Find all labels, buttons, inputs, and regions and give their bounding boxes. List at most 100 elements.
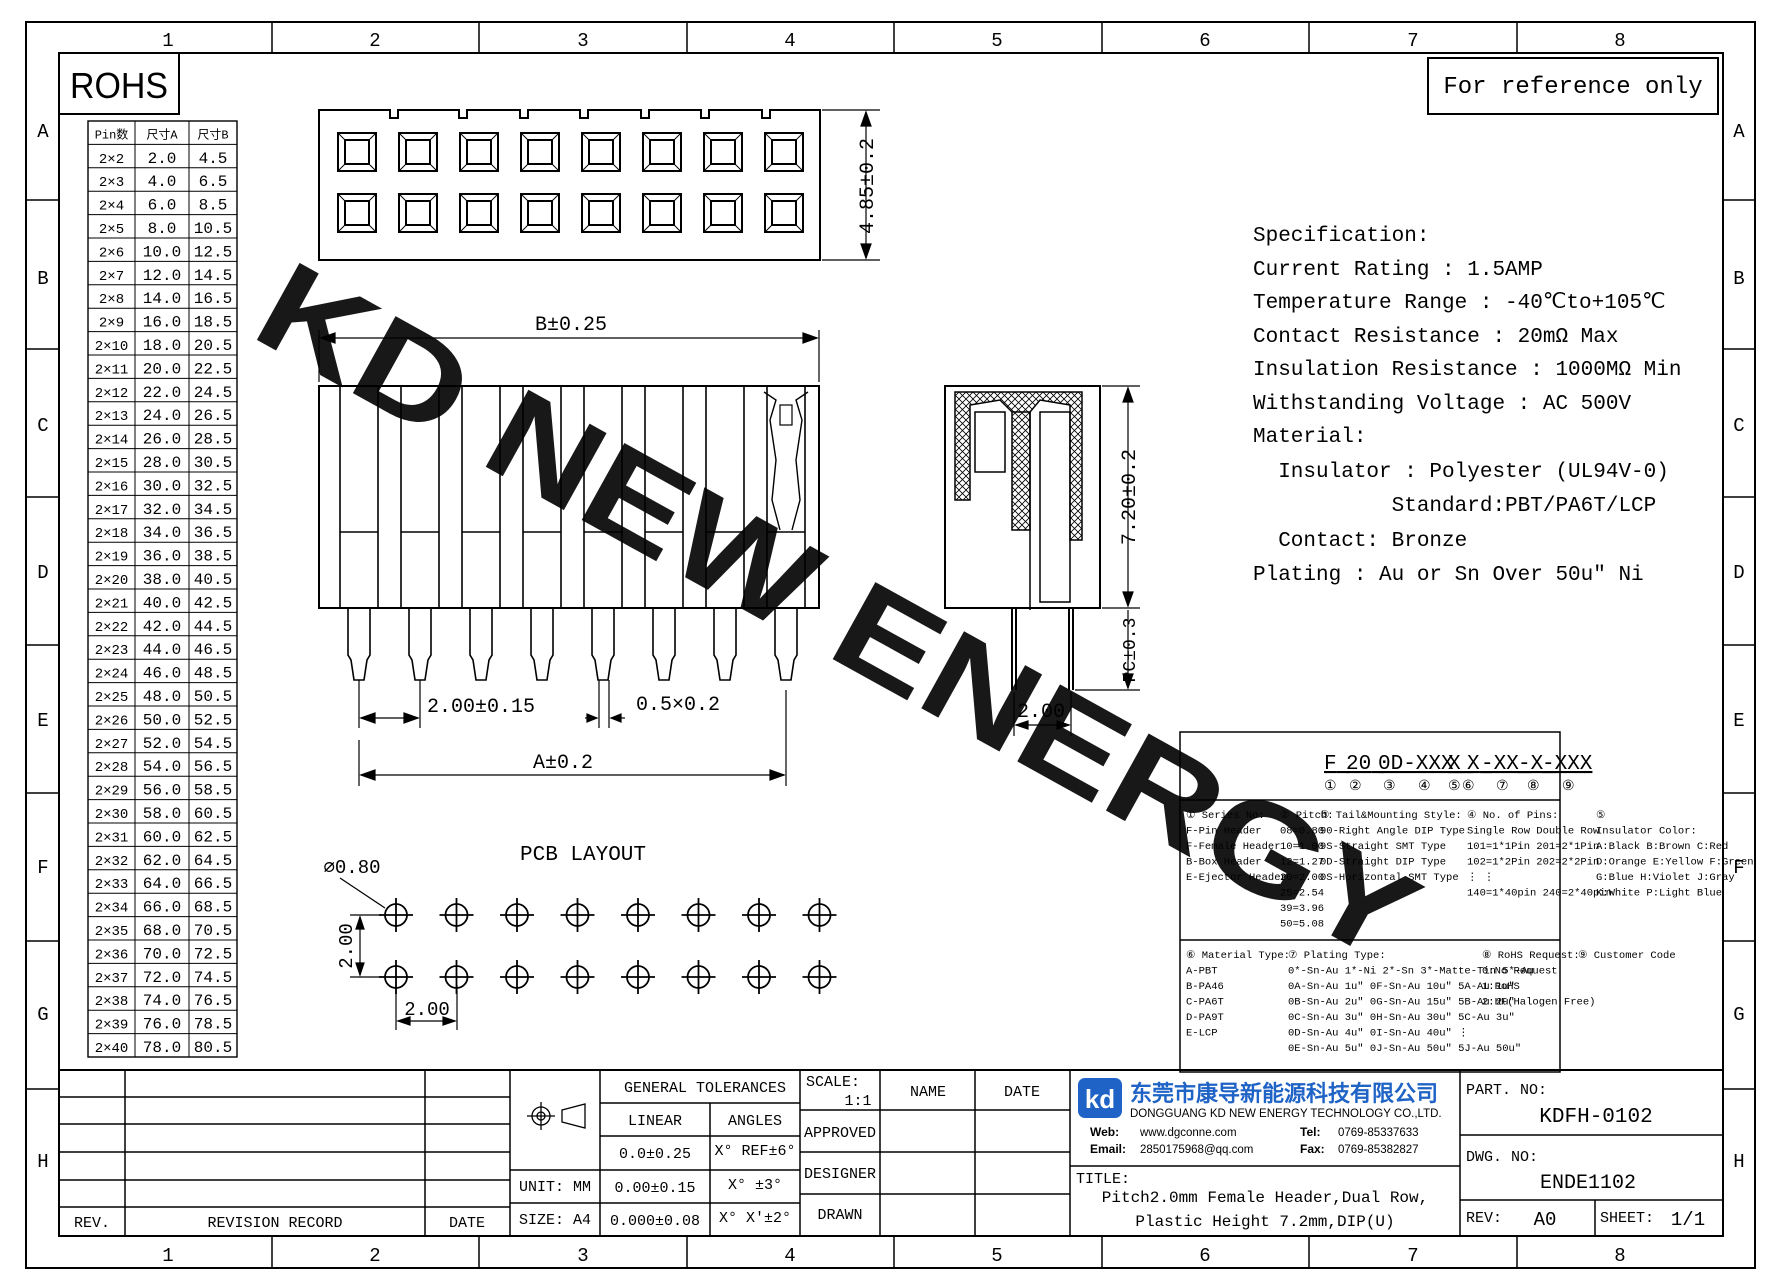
table-cell: 2×19	[95, 550, 129, 566]
pin	[469, 608, 493, 681]
designer-label: DESIGNER	[804, 1166, 876, 1183]
table-cell: 2×37	[95, 971, 129, 987]
table-cell: 12.5	[194, 243, 232, 261]
table-cell: 40.5	[194, 571, 232, 589]
legend-line: ② Pitch:	[1280, 809, 1334, 822]
legend-line: E-LCP	[1186, 1028, 1218, 1040]
col-label: 3	[577, 1245, 588, 1267]
legend-line: 0B-Sn-Au 2u" 0G-Sn-Au 15u" 5B-Au 2u"	[1288, 997, 1515, 1009]
side-dimensions	[1013, 385, 1140, 736]
part-no-value: KDFH-0102	[1539, 1106, 1652, 1129]
table-cell: 26.0	[143, 431, 181, 449]
table-cell: 46.0	[143, 665, 181, 683]
socket-cell	[459, 132, 499, 172]
hole-diameter-label: ⌀0.80	[323, 857, 380, 879]
legend-line: D:Orange E:Yellow F:Green	[1596, 857, 1754, 869]
table-cell: 2×40	[95, 1041, 129, 1057]
table-cell: 2×24	[95, 667, 129, 683]
table-cell: 42.5	[194, 594, 232, 612]
table-cell: 54.0	[143, 758, 181, 776]
table-cell: 28.5	[194, 431, 232, 449]
legend-line: 90-Right Angle DIP Type	[1320, 826, 1465, 838]
scale-label: SCALE:	[806, 1074, 860, 1091]
code-segment: X	[1467, 753, 1480, 776]
code-segment: -XX	[1481, 753, 1519, 776]
legend-line: 0:No Request	[1482, 966, 1558, 978]
date-header-2: DATE	[1004, 1084, 1040, 1101]
reference-note: For reference only	[1443, 74, 1702, 101]
tolerance-value: X° ±3°	[728, 1177, 782, 1194]
specification: Specification: Current Rating : 1.5AMP T…	[1253, 225, 1681, 587]
table-cell: 74.0	[143, 992, 181, 1010]
table-cell: 18.5	[194, 314, 232, 332]
legend-line: 39=3.96	[1280, 903, 1324, 915]
spec-line: Contact: Bronze	[1253, 530, 1467, 553]
side-view	[944, 385, 1101, 690]
row-labels-left: A B C D E F G H	[37, 121, 49, 1173]
column-labels-top: 1 2 3 4 5 6 7 8	[162, 30, 1625, 52]
title-block-text: REV. REVISION RECORD DATE GENERAL TOLERA…	[74, 1074, 1040, 1232]
table-cell: 2×34	[95, 901, 129, 917]
table-cell: 70.0	[143, 945, 181, 963]
scale-value: 1:1	[844, 1093, 871, 1110]
web-value: www.dgconne.com	[1139, 1127, 1237, 1139]
socket-cell	[642, 193, 682, 233]
socket-cell	[520, 193, 560, 233]
col-label: 4	[784, 30, 795, 52]
table-cell: 44.0	[143, 641, 181, 659]
pcb-col-pitch-label: 2.00	[404, 999, 450, 1021]
row-label: A	[37, 121, 49, 143]
legend-line: 2:HF(Halogen Free)	[1482, 997, 1595, 1009]
legend-line: 10=1.00	[1280, 841, 1324, 853]
legend-line: 20=2.00	[1280, 872, 1324, 884]
pcb-layout-title: PCB LAYOUT	[520, 844, 646, 867]
pin	[774, 608, 798, 681]
socket-cell	[337, 193, 377, 233]
table-cell: 2×31	[95, 830, 129, 846]
spec-line: Current Rating : 1.5AMP	[1253, 259, 1543, 282]
table-cell: 2×32	[95, 854, 129, 870]
col-label: 6	[1199, 1245, 1210, 1267]
table-cell: 78.0	[143, 1039, 181, 1057]
tolerance-value: X° X'±2°	[719, 1210, 791, 1227]
table-cell: 64.0	[143, 875, 181, 893]
rohs-box	[58, 52, 180, 115]
b-dimension	[318, 330, 820, 382]
table-cell: 62.5	[194, 828, 232, 846]
row-label: E	[1733, 710, 1744, 732]
table-cell: 2×17	[95, 503, 129, 519]
socket-cell	[764, 132, 804, 172]
table-cell: 22.0	[143, 384, 181, 402]
col-label: 4	[784, 1245, 795, 1267]
table-cell: 48.0	[143, 688, 181, 706]
column-labels-bottom: 1 2 3 4 5 6 7 8	[162, 1245, 1625, 1267]
socket-cell	[398, 193, 438, 233]
tolerance-value: X° REF±6°	[714, 1143, 795, 1160]
legend-line: 140=1*40pin 240=2*40pin	[1467, 888, 1612, 900]
socket-cell	[459, 193, 499, 233]
socket-cell	[520, 132, 560, 172]
legend-line: E-Ejector Header	[1186, 872, 1287, 884]
row-label: F	[1733, 857, 1744, 879]
table-cell: 2×11	[95, 362, 129, 378]
table-cell: 28.0	[143, 454, 181, 472]
table-cell: 4.0	[148, 173, 177, 191]
table-cell: 42.0	[143, 618, 181, 636]
company-name-en: DONGGUANG KD NEW ENERGY TECHNOLOGY CO.,L…	[1130, 1108, 1442, 1120]
table-cell: 52.5	[194, 711, 232, 729]
code-segment: X	[1448, 753, 1461, 776]
socket-hole	[710, 139, 736, 165]
date-header: DATE	[449, 1215, 485, 1232]
table-cell: 14.5	[194, 267, 232, 285]
row-label: D	[37, 562, 48, 584]
socket-cell	[703, 132, 743, 172]
pcb-dimensions	[339, 877, 458, 1030]
legend-line: 101=1*1Pin 201=2*1Pin	[1467, 841, 1599, 853]
legend-line: F-Female Header	[1186, 841, 1281, 853]
socket-hole	[710, 200, 736, 226]
socket-hole	[466, 139, 492, 165]
legend-line: 0A-Sn-Au 1u" 0F-Sn-Au 10u" 5A-Au 1u"	[1288, 981, 1515, 993]
legend-line: 0*-Sn-Au 1*-Ni 2*-Sn 3*-Matte-Tin 5*-Au	[1288, 966, 1534, 978]
table-cell: 10.0	[143, 243, 181, 261]
